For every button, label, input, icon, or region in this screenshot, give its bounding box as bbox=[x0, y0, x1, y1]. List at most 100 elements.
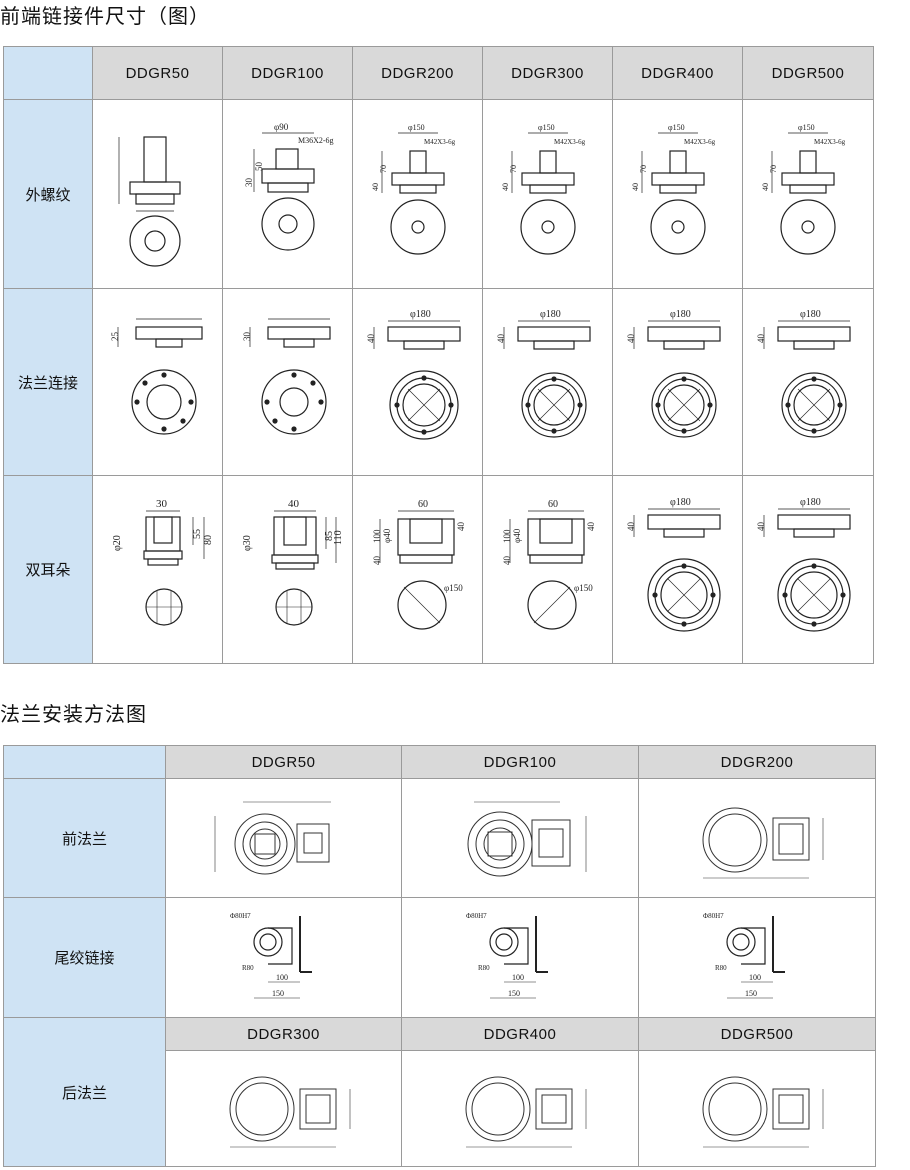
dim-label: M42X3-6g bbox=[684, 138, 716, 146]
dim-label: 40 bbox=[756, 521, 766, 531]
dim-label: 50 bbox=[254, 162, 264, 172]
dim-label: 25 bbox=[110, 332, 120, 342]
dim-label: φ150 bbox=[408, 123, 425, 132]
dim-label: 40 bbox=[372, 555, 382, 565]
column-header: DDGR200 bbox=[638, 745, 876, 779]
dim-label: R80 bbox=[242, 964, 254, 972]
drawing-ddgr300-external-thread: φ150 M42X3-6g 40 70 bbox=[482, 99, 613, 289]
dim-label: φ150 bbox=[574, 583, 593, 593]
dim-label: 70 bbox=[509, 165, 518, 173]
drawing-ddgr100-double-ear: 40 85 110 φ30 bbox=[222, 475, 353, 664]
row-header: 双耳朵 bbox=[3, 475, 93, 664]
column-header: DDGR300 bbox=[165, 1017, 402, 1051]
drawing-ddgr50-double-ear: 30 55 80 φ20 bbox=[92, 475, 223, 664]
dim-label: 40 bbox=[626, 334, 636, 344]
dim-label: Φ80H7 bbox=[703, 912, 724, 920]
drawing-ddgr500-rear-flange bbox=[638, 1050, 876, 1167]
column-header: DDGR400 bbox=[612, 46, 743, 100]
flange-install-table: DDGR50 DDGR100 DDGR200 前法兰 bbox=[3, 745, 876, 1167]
column-header: DDGR300 bbox=[482, 46, 613, 100]
section2-title: 法兰安装方法图 bbox=[0, 704, 147, 726]
dim-label: 100 bbox=[276, 973, 288, 982]
dim-label: φ150 bbox=[668, 123, 685, 132]
dim-label: φ180 bbox=[670, 497, 691, 508]
dim-label: φ180 bbox=[410, 309, 431, 320]
dim-label: φ180 bbox=[800, 309, 821, 320]
dim-label: 40 bbox=[631, 183, 640, 191]
dim-label: 30 bbox=[156, 498, 168, 510]
drawing-ddgr400-double-ear: φ180 40 bbox=[612, 475, 743, 664]
column-header: DDGR200 bbox=[352, 46, 483, 100]
dim-label: φ180 bbox=[540, 309, 561, 320]
dim-label: 150 bbox=[508, 989, 520, 998]
drawing-ddgr200-external-thread: φ150 M42X3-6g 40 70 bbox=[352, 99, 483, 289]
dim-label: M42X3-6g bbox=[424, 138, 456, 146]
dim-label: 40 bbox=[371, 183, 380, 191]
dim-label: 150 bbox=[272, 989, 284, 998]
drawing-ddgr200-double-ear: 60 100 φ40 40 40 φ150 bbox=[352, 475, 483, 664]
dim-label: 100 bbox=[502, 529, 512, 543]
dim-label: φ180 bbox=[670, 309, 691, 320]
dim-label: 30 bbox=[244, 178, 254, 188]
row-header: 法兰连接 bbox=[3, 288, 93, 476]
dim-label: 150 bbox=[745, 989, 757, 998]
dim-label: 40 bbox=[496, 334, 506, 344]
drawing-ddgr200-front-flange bbox=[638, 778, 876, 898]
dim-label: 80 bbox=[203, 535, 214, 545]
dim-label: 60 bbox=[418, 499, 428, 510]
drawing-ddgr200-tail-hinge: Φ80H7 R80 100 150 bbox=[638, 897, 876, 1018]
drawing-ddgr500-external-thread: φ150 M42X3-6g 40 70 bbox=[742, 99, 874, 289]
dim-label: M42X3-6g bbox=[814, 138, 846, 146]
row-header: 后法兰 bbox=[3, 1017, 166, 1167]
drawing-ddgr100-external-thread: φ90 M36X2-6g 30 50 bbox=[222, 99, 353, 289]
column-header: DDGR100 bbox=[222, 46, 353, 100]
dim-label: 40 bbox=[761, 183, 770, 191]
drawing-ddgr50-tail-hinge: Φ80H7 R80 100 150 bbox=[165, 897, 402, 1018]
drawing-ddgr300-flange: φ180 40 bbox=[482, 288, 613, 476]
drawing-ddgr50-flange: 25 bbox=[92, 288, 223, 476]
dim-label: M36X2-6g bbox=[298, 136, 334, 145]
dim-label: φ150 bbox=[444, 583, 463, 593]
dim-label: 85 bbox=[324, 531, 335, 541]
dim-label: 70 bbox=[379, 165, 388, 173]
column-header: DDGR50 bbox=[92, 46, 223, 100]
dim-label: 40 bbox=[502, 555, 512, 565]
front-connector-table: DDGR50 DDGR100 DDGR200 DDGR300 DDGR400 D… bbox=[3, 46, 874, 664]
dim-label: φ150 bbox=[798, 123, 815, 132]
table-corner bbox=[3, 745, 166, 779]
column-header: DDGR400 bbox=[401, 1017, 639, 1051]
drawing-ddgr500-double-ear: φ180 40 bbox=[742, 475, 874, 664]
row-header: 尾绞链接 bbox=[3, 897, 166, 1018]
row-header: 外螺纹 bbox=[3, 99, 93, 289]
drawing-ddgr100-front-flange bbox=[401, 778, 639, 898]
column-header: DDGR500 bbox=[638, 1017, 876, 1051]
drawing-ddgr500-flange: φ180 40 bbox=[742, 288, 874, 476]
dim-label: Φ80H7 bbox=[230, 912, 251, 920]
dim-label: φ30 bbox=[242, 535, 253, 551]
dim-label: 40 bbox=[586, 521, 596, 531]
table-corner bbox=[3, 46, 93, 100]
dim-label: 40 bbox=[456, 521, 466, 531]
section1-title: 前端链接件尺寸（图） bbox=[0, 6, 210, 28]
dim-label: 40 bbox=[756, 334, 766, 344]
dim-label: 70 bbox=[639, 165, 648, 173]
drawing-ddgr50-front-flange bbox=[165, 778, 402, 898]
column-header: DDGR500 bbox=[742, 46, 874, 100]
dim-label: 40 bbox=[366, 334, 376, 344]
dim-label: Φ80H7 bbox=[466, 912, 487, 920]
dim-label: 100 bbox=[512, 973, 524, 982]
dim-label: φ40 bbox=[382, 528, 392, 543]
drawing-ddgr400-external-thread: φ150 M42X3-6g 40 70 bbox=[612, 99, 743, 289]
dim-label: R80 bbox=[478, 964, 490, 972]
row-header: 前法兰 bbox=[3, 778, 166, 898]
dim-label: R80 bbox=[715, 964, 727, 972]
drawing-ddgr200-flange: φ180 40 bbox=[352, 288, 483, 476]
dim-label: M42X3-6g bbox=[554, 138, 586, 146]
drawing-ddgr300-double-ear: 60 100 φ40 40 40 φ150 bbox=[482, 475, 613, 664]
dim-label: φ180 bbox=[800, 497, 821, 508]
dim-label: 55 bbox=[192, 529, 203, 539]
column-header: DDGR100 bbox=[401, 745, 639, 779]
dim-label: 110 bbox=[333, 530, 344, 545]
column-header: DDGR50 bbox=[165, 745, 402, 779]
dim-label: φ40 bbox=[512, 528, 522, 543]
